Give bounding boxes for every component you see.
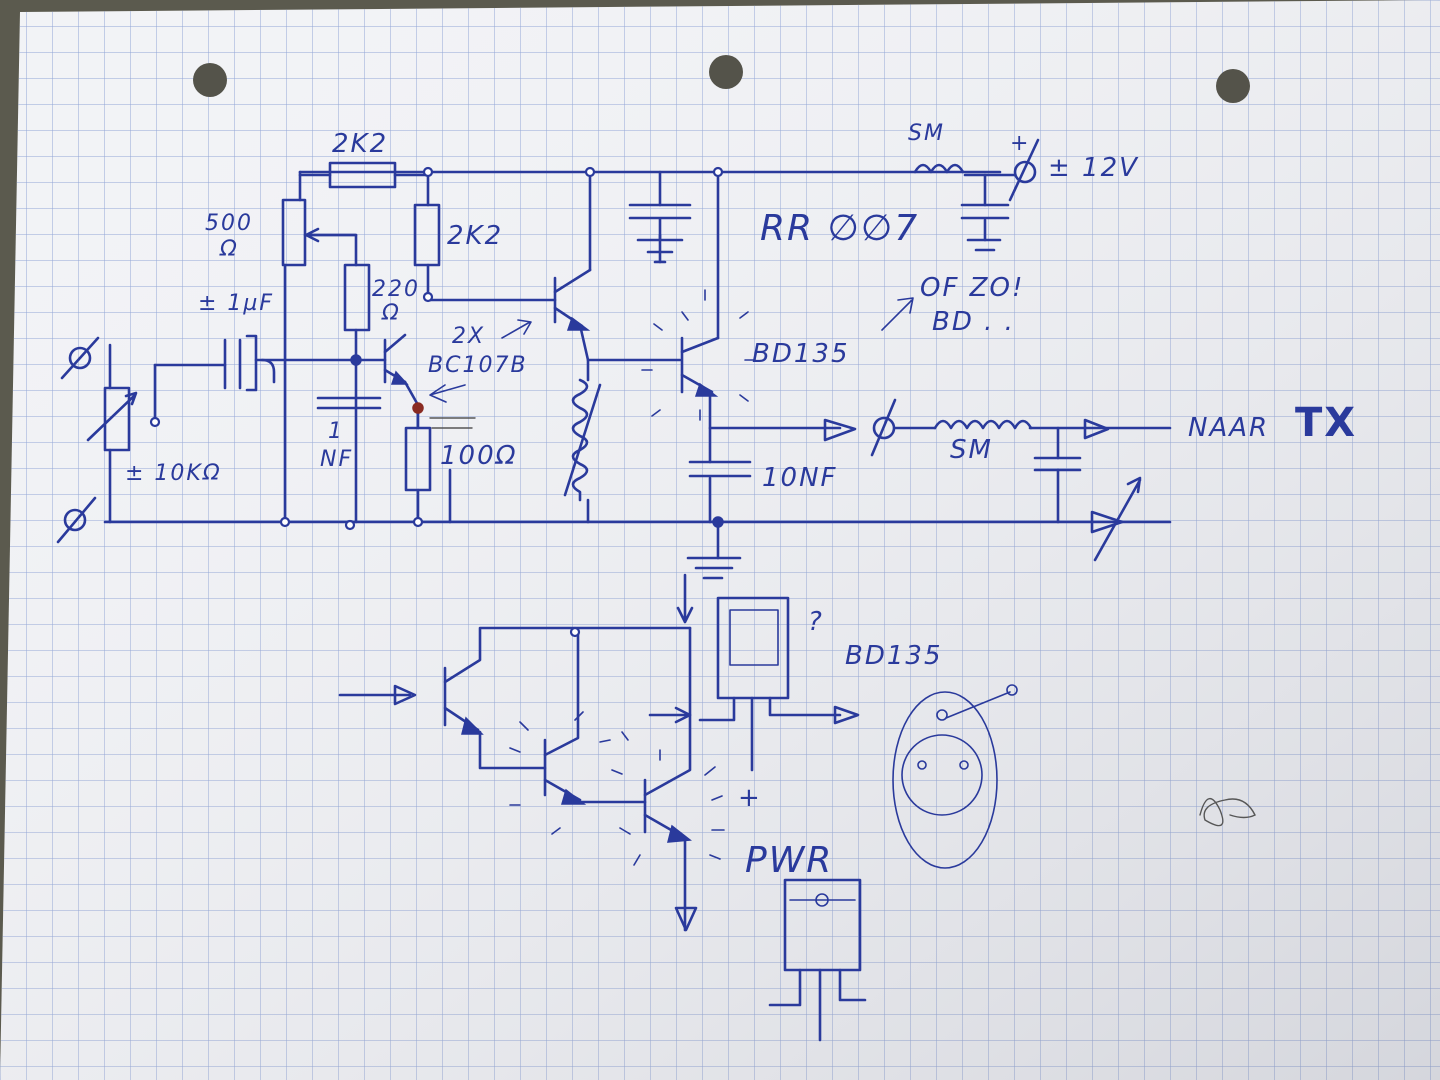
punch-hole-left — [193, 63, 227, 97]
potentiometer-500 — [281, 198, 307, 267]
terminal-ground — [56, 496, 97, 544]
transistor-q2-bc107b — [553, 268, 592, 331]
terminal-output — [870, 398, 897, 457]
label-c-1nf-value: 1 — [328, 419, 344, 444]
capacitor-output — [1033, 456, 1082, 472]
capacitor-pencil — [429, 417, 476, 429]
ground-symbol-main — [686, 556, 742, 580]
label-tx: TX — [1295, 400, 1357, 446]
label-supply: ± 12V — [1048, 153, 1139, 183]
transistor-bd135-top — [680, 336, 720, 397]
coil-variable — [563, 378, 602, 502]
resistor-2k2 — [413, 203, 441, 267]
capacitor-decoupling — [628, 203, 692, 264]
resistor-2k2-top — [298, 161, 397, 189]
label-pot-10k: ± 10KΩ — [125, 461, 222, 486]
label-sm-top: SM — [908, 121, 945, 146]
punch-hole-middle — [709, 55, 743, 89]
label-bd135-bottom: BD135 — [845, 641, 942, 671]
label-c-10nf: 10NF — [762, 463, 838, 493]
capacitor-10nf — [688, 460, 752, 478]
label-sm-output: SM — [950, 435, 993, 465]
label-r-500: 500 — [205, 211, 253, 236]
label-pwr: PWR — [745, 840, 833, 881]
label-r-2k2-top: 2K2 — [332, 129, 388, 159]
label-question: ? — [808, 607, 824, 637]
resistor-220 — [343, 263, 371, 332]
label-ohm-220: Ω — [381, 301, 401, 326]
label-r-2k2: 2K2 — [447, 221, 503, 251]
capacitor-supply — [960, 203, 1010, 252]
label-r-220: 220 — [372, 277, 420, 302]
label-bd135-top: BD135 — [752, 339, 849, 369]
label-ohm-500: Ω — [219, 237, 239, 262]
label-plus-bottom: + — [738, 783, 762, 813]
label-transistor-count: 2X — [452, 324, 485, 349]
label-naar: NAAR — [1188, 413, 1269, 443]
sketch-rays-top — [641, 289, 756, 421]
label-c-1uf: ± 1µF — [198, 291, 274, 316]
punch-hole-right — [1216, 69, 1250, 103]
inductor-sm-output — [933, 419, 1033, 430]
arrow-heads — [429, 297, 1142, 562]
label-bd-dots: BD . . — [932, 307, 1015, 337]
inductor-sm-supply — [913, 163, 965, 174]
label-r-100: 100Ω — [440, 441, 518, 471]
junction-dots — [149, 166, 724, 531]
label-of-zo: OF ZO! — [920, 273, 1024, 303]
transistor-q1-bc107b — [383, 333, 409, 385]
darlington-sketch — [338, 573, 725, 932]
label-c-1nf-unit: NF — [320, 447, 353, 472]
pencil-signature — [1199, 798, 1256, 827]
label-title: RR ∅∅7 — [760, 208, 919, 249]
pwr-package-sketch — [768, 878, 867, 1042]
to3-package-sketch — [892, 684, 1018, 869]
terminal-input — [60, 336, 100, 380]
resistor-100 — [404, 426, 432, 492]
bd135-package-sketch — [698, 596, 860, 772]
label-transistor-type: BC107B — [428, 353, 528, 378]
capacitor-1uf — [223, 334, 276, 392]
potentiometer-500-wiper — [304, 227, 358, 243]
text-labels: 2K2 500 Ω 2K2 220 Ω ± 1µF 2X BC107B 1 NF… — [125, 121, 1357, 881]
label-plus-sign: + — [1010, 131, 1030, 156]
terminal-supply — [1008, 138, 1040, 202]
potentiometer-10k — [86, 386, 138, 452]
capacitor-1nf — [316, 396, 382, 410]
